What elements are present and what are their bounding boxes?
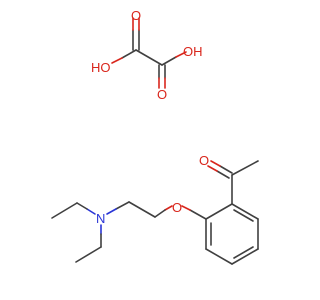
bond-o-ch2: [154, 209, 166, 218]
bond-ch2-ch2: [128, 201, 156, 218]
atom-n-amine: N: [96, 211, 105, 226]
bond-ketone-methyl: [231, 160, 259, 176]
bond-ethyl2-ch3: [75, 246, 102, 263]
ring-bond-3: [231, 248, 259, 265]
bond-ch2-n-blue: [106, 208, 117, 215]
atom-o-oxalic-top: O: [131, 8, 141, 23]
bond-n-ethyl1-blue: [86, 208, 96, 215]
ring-bond-6: [205, 203, 233, 220]
bond-c2-oh-red: [175, 51, 187, 58]
bond-ketone-c-o-b: [216, 170, 230, 179]
bond-ketone-c-o-a-red: [210, 160, 221, 167]
bond-n-ethyl1: [76, 202, 88, 210]
bond-ketone-c-o-a: [219, 165, 233, 174]
atom-o-oxalic-bottom: O: [157, 87, 167, 102]
bond-ring-o: [189, 209, 207, 220]
ring-double-2: [233, 246, 254, 259]
ring-bond-4: [205, 248, 233, 265]
bond-ethyl1-ch3: [51, 202, 78, 219]
bond-ch2-n: [115, 201, 130, 210]
ring-bond-1: [231, 203, 259, 220]
bond-c1-c2: [135, 49, 163, 66]
bond-ring-o-red: [181, 205, 191, 211]
bond-c2-oh: [161, 56, 177, 66]
ring-double-1: [233, 209, 254, 222]
bond-o-ch2-red: [164, 205, 173, 211]
atom-ho-left: HO: [91, 60, 111, 75]
oxalic-acid: O HO OH O: [91, 8, 203, 102]
bond-ketone-c-o-b-red: [207, 165, 218, 172]
structure-canvas: O HO OH O: [51, 8, 259, 265]
atom-o-ketone: O: [199, 153, 209, 168]
main-molecule: O O N: [51, 153, 259, 265]
bond-c1-oh: [121, 49, 137, 59]
atom-o-ether: O: [172, 200, 182, 215]
atom-oh-right: OH: [183, 44, 203, 59]
bond-c1-oh-red: [111, 57, 123, 64]
